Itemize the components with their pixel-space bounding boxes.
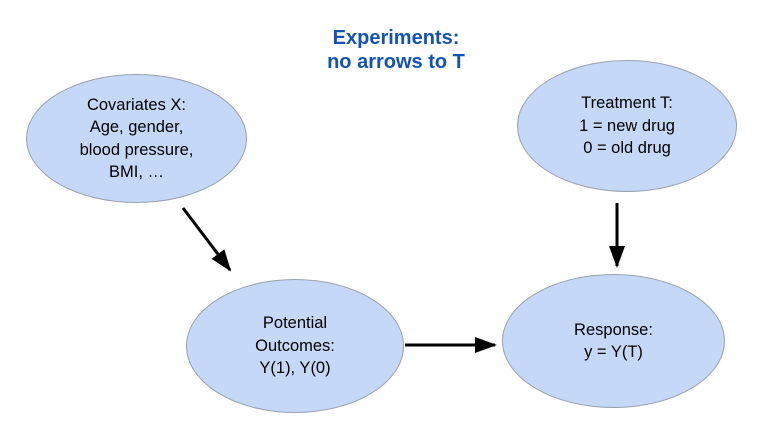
arrow-covariates-to-outcomes [181,207,232,272]
title-line-1: Experiments: [332,27,460,49]
node-potential-outcomes: Potential Outcomes: Y(1), Y(0) [186,279,404,413]
node-label-line: BMI, … [108,163,164,181]
diagram-title: Experiments: no arrows to T [306,26,486,74]
node-label-line: 0 = old drug [583,139,671,158]
node-label-line: Response: [574,320,653,339]
node-label-line: Age, gender, [89,118,184,136]
node-covariates: Covariates X: Age, gender, blood pressur… [26,74,247,203]
node-label-line: blood pressure, [79,140,194,159]
node-label-line: y = Y(T) [584,343,643,361]
node-label-line: Covariates X: [86,95,187,114]
node-response: Response: y = Y(T) [502,274,725,408]
node-label-line: 1 = new drug [579,116,675,135]
title-line-2: no arrows to T [327,51,465,73]
node-label-line: Outcomes: [255,336,335,355]
node-label-line: Potential [262,314,328,333]
node-label-line: Treatment T: [581,94,673,113]
node-label-line: Y(1), Y(0) [259,359,331,378]
node-treatment: Treatment T: 1 = new drug 0 = old drug [517,60,737,192]
